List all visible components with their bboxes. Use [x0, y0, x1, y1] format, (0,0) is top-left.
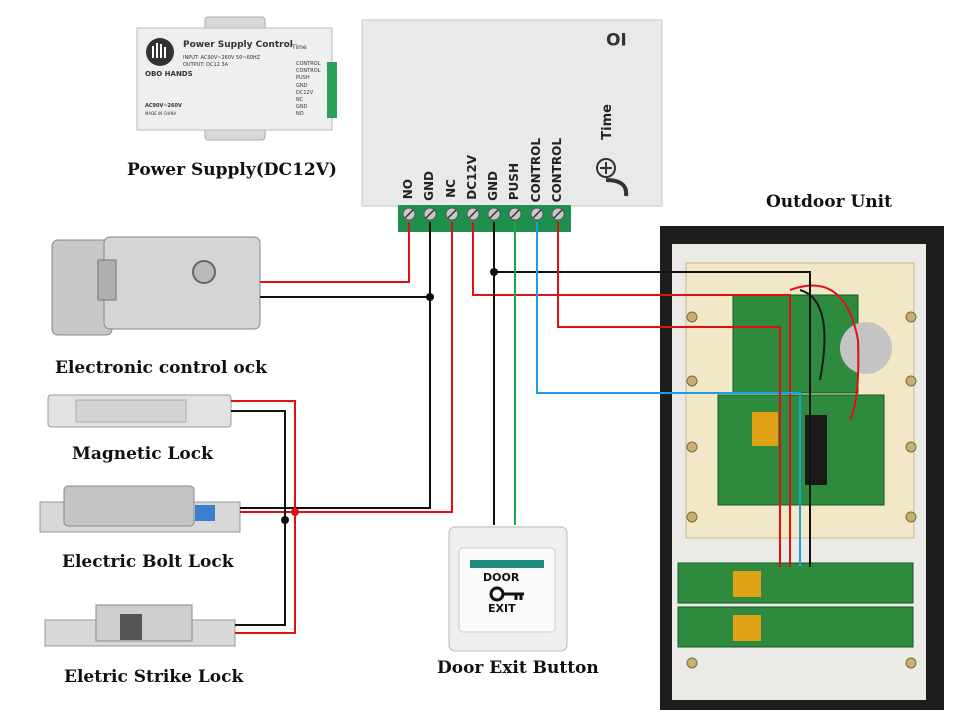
wire-gnd-to-bolt: [240, 297, 431, 509]
terminal-label-6: CONTROL: [529, 137, 543, 203]
wire-nc-red: [240, 222, 453, 513]
wire-mag-red: [231, 400, 296, 634]
psu-small-terminal-3: GND: [296, 82, 308, 89]
caption-electronic-lock: Electronic control ock: [55, 358, 267, 378]
terminal-screw-icon: [487, 207, 501, 221]
wire-dc12-red: [472, 222, 791, 567]
caption-outdoor-unit: Outdoor Unit: [766, 192, 892, 212]
terminal-label-7: CONTROL: [550, 137, 564, 203]
psu-small-title: Power Supply Control: [183, 40, 293, 50]
power-supply-box: [361, 19, 663, 207]
unit-screw-icon: [905, 657, 917, 669]
electronic-control-lock: [51, 236, 261, 336]
magnetic-lock: [47, 394, 232, 428]
exit-button-door-text: DOOR: [483, 571, 520, 584]
terminal-screw-icon: [466, 207, 480, 221]
outdoor-unit: [660, 226, 944, 710]
wire-junction-dot: [426, 293, 434, 301]
psu-small-terminal-1: CONTROL: [296, 68, 321, 75]
unit-screw-icon: [905, 375, 917, 387]
unit-screw-icon: [686, 311, 698, 323]
psu-small-output: OUTPUT: DC12 3A: [183, 62, 228, 68]
unit-screw-icon: [686, 511, 698, 523]
power-supply-module: [136, 16, 337, 141]
caption-exit-button: Door Exit Button: [437, 658, 599, 678]
psu-small-terminal-0: CONTROL: [296, 61, 321, 67]
caption-magnetic-lock: Magnetic Lock: [72, 444, 213, 464]
unit-screw-icon: [686, 657, 698, 669]
psu-small-brand: OBO HANDS: [145, 70, 193, 78]
unit-screw-icon: [905, 511, 917, 523]
terminal-screw-icon: [530, 207, 544, 221]
terminal-screw-icon: [551, 207, 565, 221]
terminal-label-0: NO: [401, 179, 415, 200]
unit-screw-icon: [686, 375, 698, 387]
caption-power-supply: Power Supply(DC12V): [127, 160, 337, 180]
psu-small-terminal-6: GND: [296, 104, 308, 111]
wire-junction-dot: [281, 516, 289, 524]
psu-small-terminal-4: DC12V: [296, 89, 314, 96]
unit-screw-icon: [905, 311, 917, 323]
electric-bolt-lock: [39, 485, 241, 533]
exit-button-exit-text: EXIT: [488, 602, 516, 615]
terminal-label-5: PUSH: [507, 162, 521, 201]
terminal-screw-icon: [423, 207, 437, 221]
unit-screw-icon: [905, 441, 917, 453]
electric-strike-lock: [44, 604, 236, 647]
terminal-screw-icon: [402, 207, 416, 221]
psu-small-input: INPUT: AC90V~260V 50~60HZ: [183, 55, 261, 61]
caption-bolt-lock: Electric Bolt Lock: [62, 552, 234, 572]
wire-control-red: [557, 222, 781, 567]
psu-small-made-in: MADE IN CHINA: [145, 111, 177, 116]
wire-no-red: [260, 222, 410, 283]
wire-junction-dot: [490, 268, 498, 276]
wire-junction-dot: [291, 508, 299, 516]
caption-strike-lock: Eletric Strike Lock: [64, 667, 244, 687]
terminal-label-3: DC12V: [465, 154, 479, 200]
unit-screw-icon: [686, 441, 698, 453]
wire-gnd-black: [260, 222, 431, 298]
hand-logo-icon: [146, 38, 174, 66]
psu-small-voltage: AC90V~260V: [145, 103, 182, 109]
terminal-block: [398, 205, 571, 232]
psu-small-terminal-5: NC: [296, 97, 304, 103]
terminal-screw-icon: [508, 207, 522, 221]
psu-small-terminal-2: PUSH: [296, 75, 310, 82]
key-icon: [489, 586, 524, 602]
psu-small-terminal-7: NO: [296, 111, 304, 118]
terminal-label-1: GND: [422, 171, 436, 201]
terminal-screw-icon: [445, 207, 459, 221]
door-exit-button: [448, 526, 568, 652]
terminal-label-2: NC: [444, 179, 458, 199]
terminal-label-4: GND: [486, 171, 500, 201]
psu-small-time: Time: [292, 44, 307, 51]
psu-corner-mark: IO: [606, 28, 627, 48]
timer-dial-icon: [596, 158, 629, 197]
wire-control-blue: [536, 222, 801, 567]
psu-time-label: Time: [600, 104, 615, 140]
